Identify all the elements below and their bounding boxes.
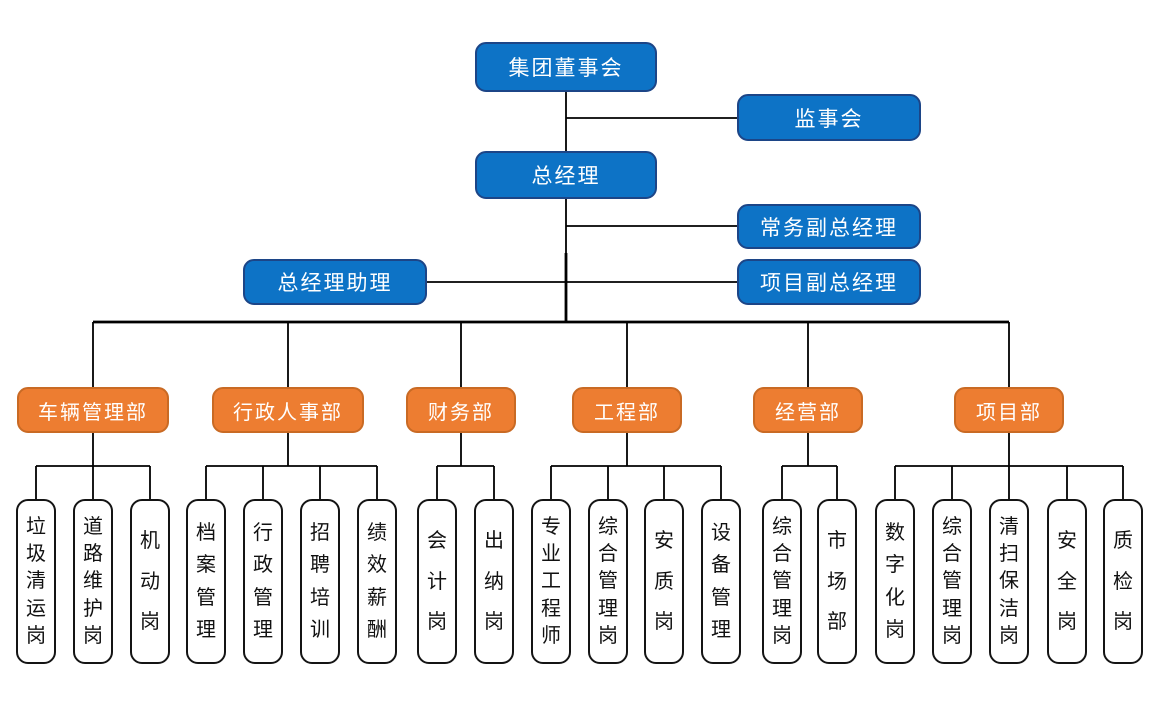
position-safety: 安全岗 (1047, 499, 1087, 664)
position-equipment-management: 设备管理 (701, 499, 741, 664)
position-performance-compensation: 绩效薪酬 (357, 499, 397, 664)
position-safety-quality: 安质岗 (644, 499, 684, 664)
position-general-management-biz: 综合管理岗 (762, 499, 802, 664)
dept-admin-hr: 行政人事部 (212, 387, 364, 433)
node-executive-deputy-gm: 常务副总经理 (737, 204, 921, 249)
node-gm-assistant: 总经理助理 (243, 259, 427, 305)
dept-vehicle-management: 车辆管理部 (17, 387, 169, 433)
position-recruitment-training: 招聘培训 (300, 499, 340, 664)
dept-engineering: 工程部 (572, 387, 682, 433)
node-general-manager: 总经理 (475, 151, 657, 199)
position-garbage-removal: 垃圾清运岗 (16, 499, 56, 664)
position-cashier: 出纳岗 (474, 499, 514, 664)
node-project-deputy-gm: 项目副总经理 (737, 259, 921, 305)
dept-finance: 财务部 (406, 387, 516, 433)
position-general-management-eng: 综合管理岗 (588, 499, 628, 664)
position-general-management-proj: 综合管理岗 (932, 499, 972, 664)
position-accounting: 会计岗 (417, 499, 457, 664)
position-mobile-duty: 机动岗 (130, 499, 170, 664)
dept-project: 项目部 (954, 387, 1064, 433)
position-digitalization: 数字化岗 (875, 499, 915, 664)
node-supervisory-board: 监事会 (737, 94, 921, 141)
node-group-board: 集团董事会 (475, 42, 657, 92)
dept-business: 经营部 (753, 387, 863, 433)
position-market: 市场部 (817, 499, 857, 664)
position-archives-management: 档案管理 (186, 499, 226, 664)
position-road-maintenance: 道路维护岗 (73, 499, 113, 664)
position-professional-engineer: 专业工程师 (531, 499, 571, 664)
position-admin-management: 行政管理 (243, 499, 283, 664)
position-quality-inspection: 质检岗 (1103, 499, 1143, 664)
position-cleaning: 清扫保洁岗 (989, 499, 1029, 664)
